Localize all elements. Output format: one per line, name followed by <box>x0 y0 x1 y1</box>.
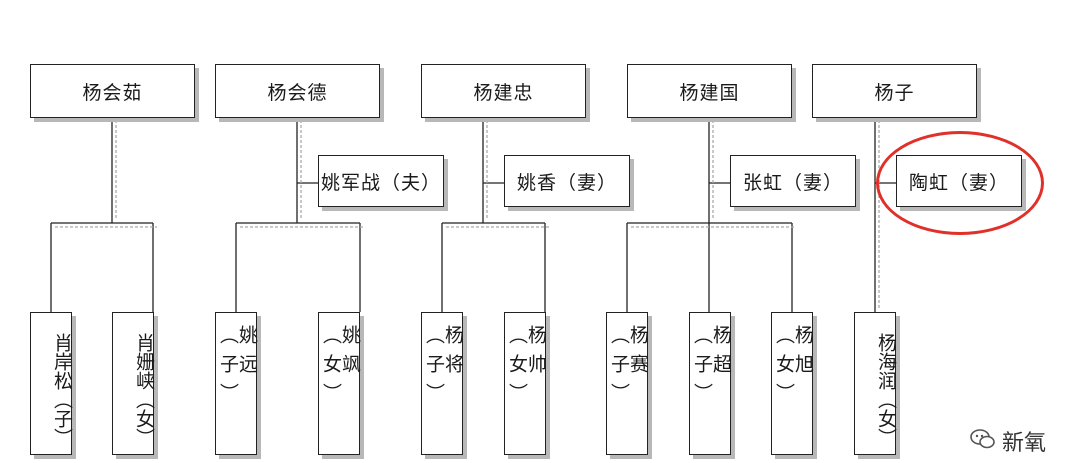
person-box-parent: 杨会德 <box>215 64 380 118</box>
person-name: 杨旭（女） <box>773 325 814 412</box>
person-box-child: 杨旭（女） <box>771 312 814 455</box>
person-name: 姚军战（夫） <box>320 171 441 194</box>
person-box-child: 杨超（子） <box>689 312 732 455</box>
person-name: 杨建国 <box>679 81 740 104</box>
person-box-child: 杨帅（女） <box>504 312 547 455</box>
person-box-parent: 杨建国 <box>627 64 792 118</box>
person-name: 杨海润（女） <box>875 332 897 447</box>
person-box-parent: 杨会茹 <box>30 64 195 118</box>
person-name: 姚飒（女） <box>320 325 361 412</box>
person-name: 张虹（妻） <box>742 171 843 194</box>
person-name: 杨子 <box>874 81 915 104</box>
person-box-child: 杨海润（女） <box>854 312 897 455</box>
person-box-spouse: 张虹（妻） <box>730 155 856 207</box>
person-box-child: 杨赛（子） <box>606 312 649 455</box>
person-name: 杨会德 <box>267 81 328 104</box>
person-box-spouse: 姚军战（夫） <box>318 155 444 207</box>
watermark-text: 新氧 <box>1001 431 1046 456</box>
person-box-child: 姚飒（女） <box>318 312 361 455</box>
person-box-spouse: 姚香（妻） <box>504 155 630 207</box>
person-box-parent: 杨子 <box>812 64 977 118</box>
person-name: 肖姗峡（女） <box>133 332 155 447</box>
person-name: 杨将（子） <box>423 325 464 412</box>
person-box-child: 杨将（子） <box>421 312 464 455</box>
person-box-child: 肖岸松（子） <box>30 312 73 455</box>
person-box-child: 肖姗峡（女） <box>112 312 155 455</box>
person-name: 姚香（妻） <box>516 171 617 194</box>
person-name: 姚远（子） <box>217 325 258 412</box>
person-name: 杨赛（子） <box>608 325 649 412</box>
highlight-circle <box>876 131 1044 235</box>
person-name: 杨超（子） <box>691 325 732 412</box>
person-name: 杨建忠 <box>473 81 534 104</box>
person-name: 杨会茹 <box>82 81 143 104</box>
watermark: 新氧 <box>970 425 1046 457</box>
person-box-child: 姚远（子） <box>215 312 258 455</box>
person-name: 肖岸松（子） <box>51 332 73 447</box>
wechat-icon <box>970 428 996 455</box>
person-box-parent: 杨建忠 <box>421 64 586 118</box>
person-name: 杨帅（女） <box>506 325 547 412</box>
